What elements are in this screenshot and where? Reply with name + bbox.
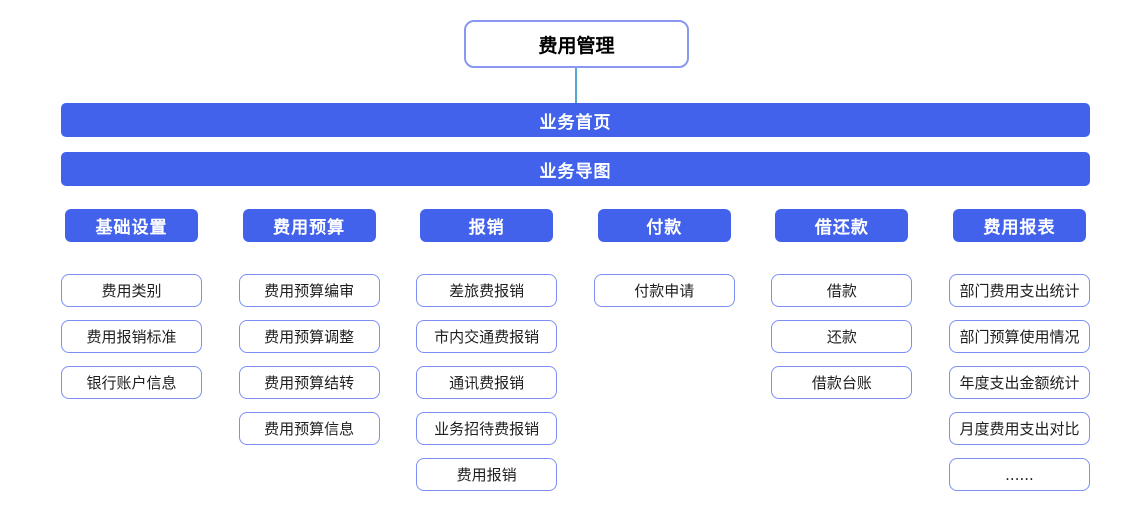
column-3-item-5: 费用报销: [416, 458, 558, 491]
column-6-item-4: 月度费用支出对比: [948, 412, 1090, 445]
column-1-item-1: 费用类别: [61, 274, 202, 307]
column-6-item-3: 年度支出金额统计: [948, 366, 1090, 399]
column-5: 借还款借款还款借款台账: [771, 209, 913, 504]
column-6-item-2: 部门预算使用情况: [948, 320, 1090, 353]
business-home-bar-label: 业务首页: [539, 112, 612, 133]
column-1-item-3: 银行账户信息: [61, 366, 202, 399]
column-2-item-4: 费用预算信息: [238, 412, 380, 445]
column-5-item-2: 还款: [771, 320, 913, 353]
column-3-item-1: 差旅费报销: [416, 274, 558, 307]
column-1-item-2: 费用报销标准: [61, 320, 202, 353]
column-4-header: 付款: [597, 209, 731, 242]
column-3-item-2: 市内交通费报销: [416, 320, 558, 353]
column-6-item-5: ......: [948, 458, 1090, 491]
column-2-item-3: 费用预算结转: [238, 366, 380, 399]
column-2-item-2: 费用预算调整: [238, 320, 380, 353]
column-6-item-1: 部门费用支出统计: [948, 274, 1090, 307]
column-2: 费用预算费用预算编审费用预算调整费用预算结转费用预算信息: [238, 209, 380, 504]
column-3-item-3: 通讯费报销: [416, 366, 558, 399]
column-5-header: 借还款: [775, 209, 909, 242]
business-map-bar-label: 业务导图: [539, 161, 612, 182]
column-6-header: 费用报表: [952, 209, 1086, 242]
column-5-item-3: 借款台账: [771, 366, 913, 399]
column-2-item-1: 费用预算编审: [238, 274, 380, 307]
column-5-item-1: 借款: [771, 274, 913, 307]
columns: 基础设置费用类别费用报销标准银行账户信息费用预算费用预算编审费用预算调整费用预算…: [61, 209, 1090, 504]
connector-line: [575, 68, 577, 103]
business-map-bar: 业务导图: [61, 152, 1090, 186]
column-3-item-4: 业务招待费报销: [416, 412, 558, 445]
column-3: 报销差旅费报销市内交通费报销通讯费报销业务招待费报销费用报销: [416, 209, 558, 504]
root-node-expense-management: 费用管理: [464, 20, 689, 68]
column-1-header: 基础设置: [65, 209, 198, 242]
column-4: 付款付款申请: [593, 209, 735, 504]
root-node-label: 费用管理: [538, 34, 615, 57]
column-4-item-1: 付款申请: [593, 274, 735, 307]
column-3-header: 报销: [420, 209, 554, 242]
column-1: 基础设置费用类别费用报销标准银行账户信息: [61, 209, 202, 504]
column-6: 费用报表部门费用支出统计部门预算使用情况年度支出金额统计月度费用支出对比....…: [948, 209, 1090, 504]
column-2-header: 费用预算: [242, 209, 376, 242]
business-home-bar: 业务首页: [61, 103, 1090, 137]
